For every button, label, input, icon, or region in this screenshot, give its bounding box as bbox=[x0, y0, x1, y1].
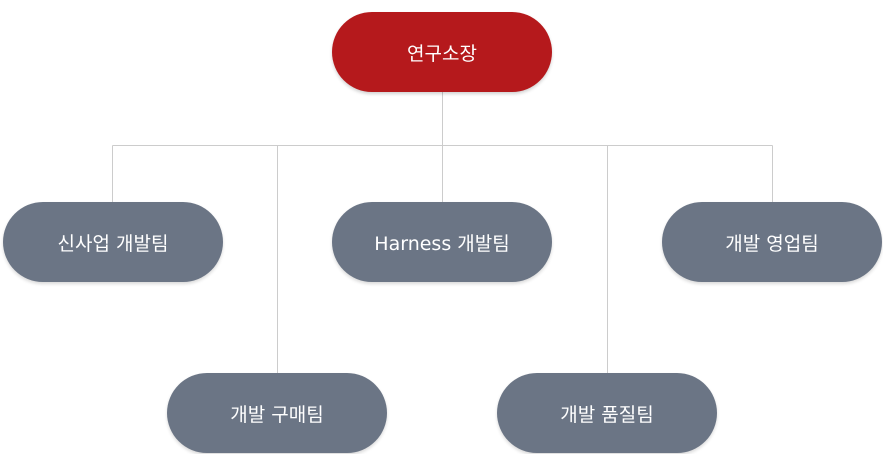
node-label: 신사업 개발팀 bbox=[57, 232, 169, 255]
root-node-lab-director: 연구소장 bbox=[332, 12, 552, 92]
node-dev-purchasing-team: 개발 구매팀 bbox=[167, 373, 387, 453]
node-label: 개발 품질팀 bbox=[560, 403, 654, 426]
node-harness-dev-team: Harness 개발팀 bbox=[332, 202, 552, 282]
node-new-business-dev-team: 신사업 개발팀 bbox=[3, 202, 223, 282]
node-label: 개발 구매팀 bbox=[230, 403, 324, 426]
node-dev-quality-team: 개발 품질팀 bbox=[497, 373, 717, 453]
node-label: 개발 영업팀 bbox=[725, 232, 819, 255]
node-dev-sales-team: 개발 영업팀 bbox=[662, 202, 882, 282]
node-label: Harness 개발팀 bbox=[374, 232, 510, 255]
root-node-label: 연구소장 bbox=[407, 42, 477, 65]
